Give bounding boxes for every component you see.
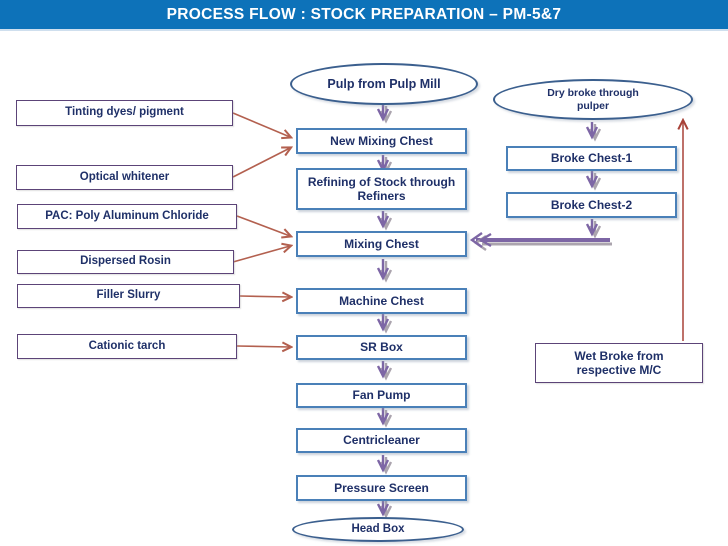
node-label: PAC: Poly Aluminum Chloride: [45, 209, 209, 222]
node-label: Wet Broke from respective M/C: [574, 348, 664, 377]
flow-node-centricleaner: Centricleaner: [296, 428, 467, 453]
title-bar: PROCESS FLOW : STOCK PREPARATION – PM-5&…: [0, 0, 728, 31]
flow-arrow-mixing-to-machine: [376, 259, 393, 283]
arrow-dispersed-rosin-to-mixing-chest: [232, 246, 290, 263]
additive-box-dispersed-rosin: Dispersed Rosin: [17, 250, 234, 274]
flow-node-broke-chest-1: Broke Chest-1: [506, 146, 677, 171]
arrow-tinting-dyes-to-new-mixing-chest: [232, 112, 290, 137]
flow-arrow-pulper-to-broke1: [585, 120, 602, 141]
additive-box-optical-whitener: Optical whitener: [16, 165, 233, 190]
node-label: Pressure Screen: [334, 480, 429, 495]
flow-node-mixing-chest: Mixing Chest: [296, 231, 467, 257]
flow-arrow-broke2-down: [585, 217, 602, 238]
node-label: Filler Slurry: [96, 289, 161, 302]
additive-box-cationic-tarch: Cationic tarch: [17, 334, 237, 359]
node-label: Dispersed Rosin: [80, 255, 171, 268]
node-label: Optical whitener: [79, 170, 170, 183]
additive-box-tinting-dyes: Tinting dyes/ pigment: [16, 100, 233, 126]
flow-arrow-machine-to-srbox: [376, 312, 393, 333]
node-label: Broke Chest-2: [550, 197, 633, 212]
flow-node-refining-of-stock: Refining of Stock through Refiners: [296, 168, 467, 210]
additive-box-pac: PAC: Poly Aluminum Chloride: [17, 204, 237, 229]
flow-arrow-fanpump-to-centricleaner: [376, 406, 393, 427]
flow-node-machine-chest: Machine Chest: [296, 288, 467, 314]
node-label: Pulp from Pulp Mill: [327, 76, 441, 91]
arrow-filler-slurry-to-machine-chest: [239, 296, 290, 297]
flow-node-fan-pump: Fan Pump: [296, 383, 467, 408]
flow-arrow-pressure-to-headbox: [376, 497, 393, 518]
node-label: Broke Chest-1: [550, 151, 633, 166]
arrow-cationic-tarch-to-sr-box: [236, 346, 290, 347]
node-label: Tinting dyes/ pigment: [65, 106, 184, 119]
node-label: Dry broke through pulper: [547, 87, 639, 112]
flow-line-broke-to-mixing-chest: [469, 232, 612, 251]
node-label: Mixing Chest: [344, 236, 419, 251]
flow-node-new-mixing-chest: New Mixing Chest: [296, 128, 467, 154]
node-label: Machine Chest: [339, 293, 424, 308]
flow-node-dry-broke-pulper: Dry broke through pulper: [493, 79, 693, 120]
node-label: Fan Pump: [352, 388, 411, 403]
additive-box-filler-slurry: Filler Slurry: [17, 284, 240, 308]
arrow-optical-whitener-to-new-mixing-chest: [232, 148, 290, 178]
flow-arrow-broke1-to-broke2: [585, 169, 602, 190]
flow-node-head-box: Head Box: [292, 517, 464, 542]
flow-arrow-pulp-to-new-mixing: [376, 102, 393, 123]
flow-arrow-centricleaner-to-pressure: [376, 453, 393, 474]
flow-arrow-srbox-to-fanpump: [376, 359, 393, 380]
node-label: New Mixing Chest: [330, 133, 433, 148]
node-label: Refining of Stock through Refiners: [307, 174, 456, 203]
node-label: Head Box: [351, 522, 405, 535]
page-title: PROCESS FLOW : STOCK PREPARATION – PM-5&…: [166, 5, 562, 23]
arrow-pac-to-mixing-chest: [236, 215, 290, 236]
flow-node-pulp-from-pulp-mill: Pulp from Pulp Mill: [290, 63, 478, 105]
flow-node-pressure-screen: Pressure Screen: [296, 475, 467, 501]
node-label: Centricleaner: [343, 433, 420, 448]
wet-broke-box: Wet Broke from respective M/C: [535, 343, 703, 383]
node-label: Cationic tarch: [88, 339, 166, 352]
flow-node-sr-box: SR Box: [296, 335, 467, 360]
flow-arrow-refining-to-mixing: [376, 209, 393, 230]
flow-node-broke-chest-2: Broke Chest-2: [506, 192, 677, 218]
node-label: SR Box: [360, 340, 403, 355]
